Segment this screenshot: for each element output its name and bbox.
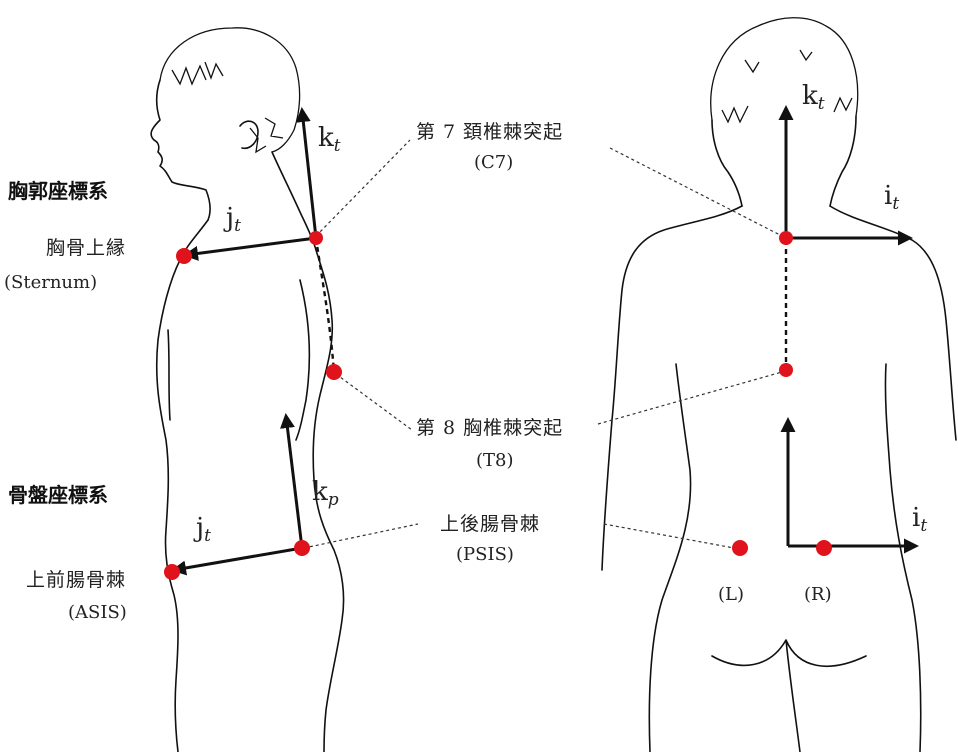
asis-label-jp: 上前腸骨棘 xyxy=(26,569,126,591)
t8-label-jp: 第 8 胸椎棘突起 xyxy=(416,417,563,439)
marker-sternum xyxy=(176,248,192,264)
t8-label-en: (T8) xyxy=(476,450,514,471)
leader-psis-side xyxy=(304,524,418,548)
side-view-figure xyxy=(151,28,343,752)
marker-c7-side xyxy=(309,231,323,245)
marker-t8-side xyxy=(326,364,342,380)
back-view-figure xyxy=(602,18,956,752)
leader-c7-back xyxy=(610,148,782,236)
vector-jt-upper xyxy=(186,238,316,255)
axis-label-kt-side: kt xyxy=(318,123,341,156)
back-head-left xyxy=(712,120,742,206)
back-buttocks xyxy=(712,640,866,752)
axis-label-kt-back: kt xyxy=(802,81,825,114)
c7-label-en: (C7) xyxy=(474,152,513,173)
left-side-label: (L) xyxy=(718,584,744,605)
back-left-inner-arm xyxy=(649,364,690,752)
leader-c7-side xyxy=(316,140,410,236)
side-front-torso xyxy=(157,220,208,752)
right-side-label: (R) xyxy=(804,584,832,605)
axis-label-it-upper: it xyxy=(884,181,899,214)
psis-label-jp: 上後腸骨棘 xyxy=(440,513,540,535)
back-hair xyxy=(711,18,858,122)
vector-jt-lower xyxy=(174,548,302,570)
leader-t8-side xyxy=(336,374,412,430)
side-arm xyxy=(168,280,309,440)
sternum-label-jp: 胸骨上縁 xyxy=(46,237,126,259)
pelvis-frame-label: 骨盤座標系 xyxy=(8,483,108,507)
axis-label-jt-upper: jt xyxy=(223,203,241,236)
axis-label-jt-lower: jt xyxy=(193,513,211,546)
vector-kp-side xyxy=(286,416,302,548)
marker-psis-side xyxy=(294,540,310,556)
side-face xyxy=(151,80,210,220)
c7-label-jp: 第 7 頚椎棘突起 xyxy=(416,121,563,143)
leader-psis-back xyxy=(604,524,734,548)
marker-c7-back xyxy=(779,231,793,245)
marker-psis-right xyxy=(816,540,832,556)
marker-t8-back xyxy=(779,363,793,377)
asis-label-en: (ASIS) xyxy=(68,602,127,623)
back-head-right xyxy=(830,116,856,206)
vector-kt-side xyxy=(302,110,316,238)
leader-t8-back xyxy=(598,372,782,424)
sternum-label-en: (Sternum) xyxy=(4,272,97,293)
thorax-frame-label: 胸郭座標系 xyxy=(8,179,108,203)
psis-label-en: (PSIS) xyxy=(456,544,514,565)
marker-asis xyxy=(164,564,180,580)
side-hair xyxy=(160,28,300,152)
side-spine-dashed xyxy=(316,238,334,372)
back-left-shoulder xyxy=(602,206,742,570)
marker-psis-left xyxy=(732,540,748,556)
axis-label-kp-side: kp xyxy=(312,477,339,510)
axis-label-it-lower: it xyxy=(912,503,927,536)
back-right-inner-arm xyxy=(885,364,920,752)
back-right-shoulder xyxy=(830,206,956,440)
